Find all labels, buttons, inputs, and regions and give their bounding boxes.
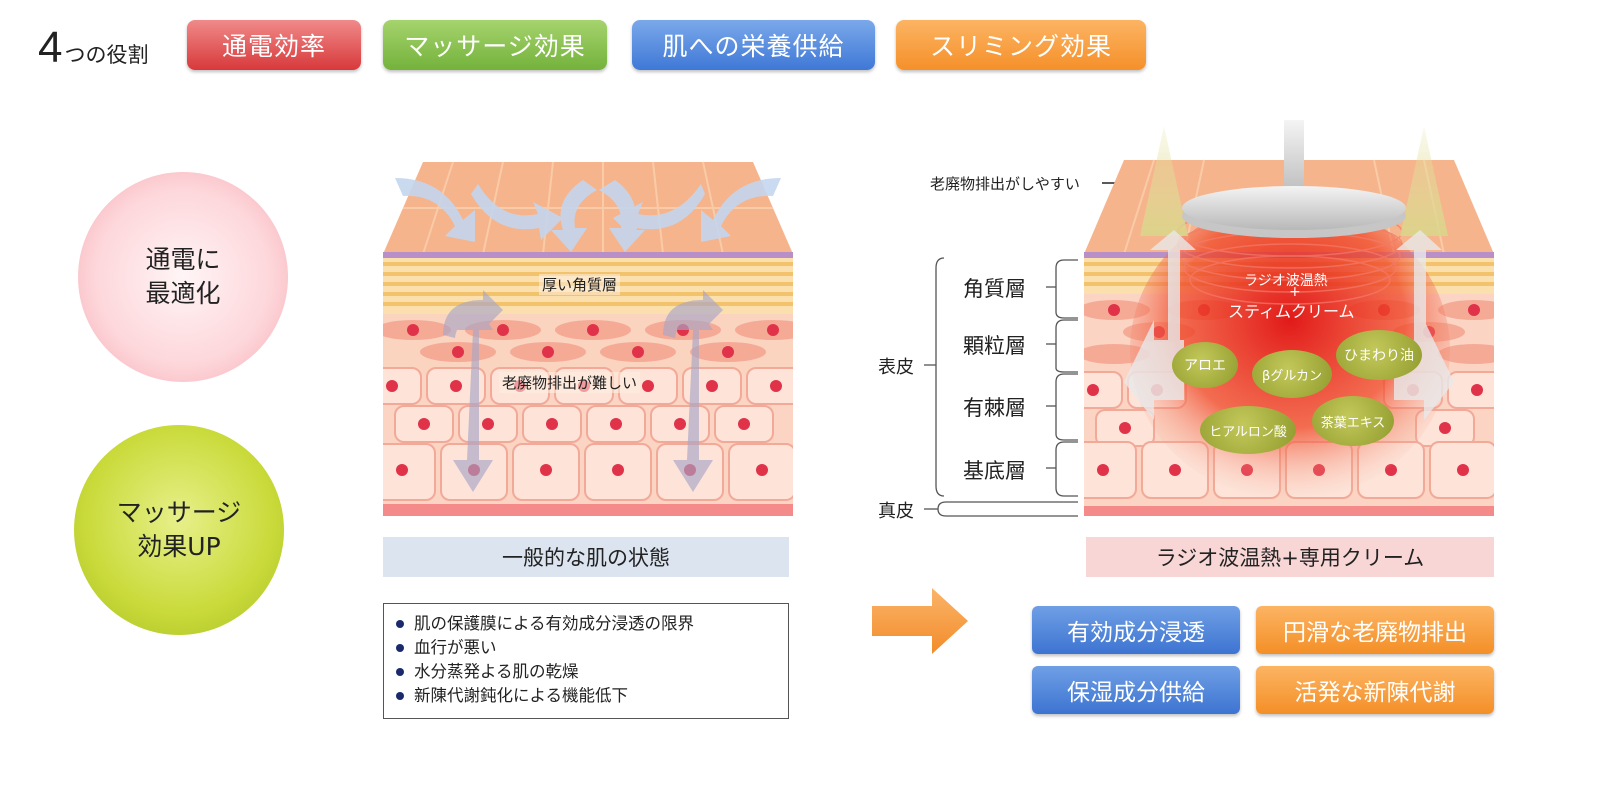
layer-brackets xyxy=(924,257,1078,517)
result-active-metabolism: 活発な新陳代謝 xyxy=(1256,666,1494,714)
label-thick-stratum-corneum: 厚い角質層 xyxy=(539,274,621,295)
caption-radio-wave-cream: ラジオ波温熱+専用クリーム xyxy=(1086,537,1494,577)
list-item: 肌の保護膜による有効成分浸透の限界 xyxy=(396,612,788,636)
role-pill-conduction: 通電効率 xyxy=(187,20,361,70)
label-stratum-granulosum: 顆粒層 xyxy=(963,334,1026,358)
caption-normal-skin: 一般的な肌の状態 xyxy=(383,537,789,577)
skin-illustration-normal xyxy=(383,161,793,516)
list-item: 水分蒸発よる肌の乾燥 xyxy=(396,660,788,684)
ingredient-aloe: アロエ xyxy=(1172,342,1238,388)
list-item: 血行が悪い xyxy=(396,636,788,660)
list-item: 新陳代謝鈍化による機能低下 xyxy=(396,684,788,708)
role-pill-massage: マッサージ効果 xyxy=(383,20,607,70)
bullet-dot xyxy=(396,644,404,652)
label-dermis: 真皮 xyxy=(878,501,914,522)
label-heat-cream: スティムクリーム xyxy=(1228,302,1355,321)
circle-massage-up: マッサージ 効果UP xyxy=(74,425,284,635)
skin-diagram-normal: 厚い角質層 老廃物排出が難しい xyxy=(383,160,793,516)
label-easy-waste-removal: 老廃物排出がしやすい xyxy=(930,175,1080,193)
label-stratum-corneum: 角質層 xyxy=(963,277,1026,301)
bullet-dot xyxy=(396,668,404,676)
label-stratum-spinosum: 有棘層 xyxy=(963,396,1026,420)
label-waste-hard-to-remove: 老廃物排出が難しい xyxy=(499,372,641,393)
result-active-ingredient-penetration: 有効成分浸透 xyxy=(1032,606,1240,654)
result-moisture-supply: 保湿成分供給 xyxy=(1032,666,1240,714)
page-title: 4 つの役割 xyxy=(38,26,148,70)
skin-diagram-radio-wave: ラジオ波温熱 + スティムクリーム アロエ βグルカン ひまわり油 ヒアルロン酸… xyxy=(1084,120,1494,516)
ingredient-hyaluronic-acid: ヒアルロン酸 xyxy=(1200,406,1296,454)
label-epidermis: 表皮 xyxy=(878,357,914,378)
label-heat-1: ラジオ波温熱 xyxy=(1244,273,1328,289)
label-heat-plus: + xyxy=(1289,284,1301,300)
role-pill-nutrition: 肌への栄養供給 xyxy=(632,20,875,70)
bullet-dot xyxy=(396,620,404,628)
arrow-right-icon xyxy=(872,588,968,654)
label-stratum-basale: 基底層 xyxy=(963,459,1026,483)
page-title-text: つの役割 xyxy=(64,43,149,67)
role-pill-slimming: スリミング効果 xyxy=(896,20,1146,70)
page-title-number: 4 xyxy=(38,23,63,72)
bullet-dot xyxy=(396,692,404,700)
ingredient-beta-glucan: βグルカン xyxy=(1252,350,1332,398)
ingredient-tea-extract: 茶葉エキス xyxy=(1312,396,1394,446)
ingredient-sunflower-oil: ひまわり油 xyxy=(1336,330,1422,380)
result-smooth-waste-removal: 円滑な老廃物排出 xyxy=(1256,606,1494,654)
circle-conduction-optimized: 通電に 最適化 xyxy=(78,172,288,382)
normal-skin-issues-list: 肌の保護膜による有効成分浸透の限界 血行が悪い 水分蒸発よる肌の乾燥 新陳代謝鈍… xyxy=(383,603,789,719)
